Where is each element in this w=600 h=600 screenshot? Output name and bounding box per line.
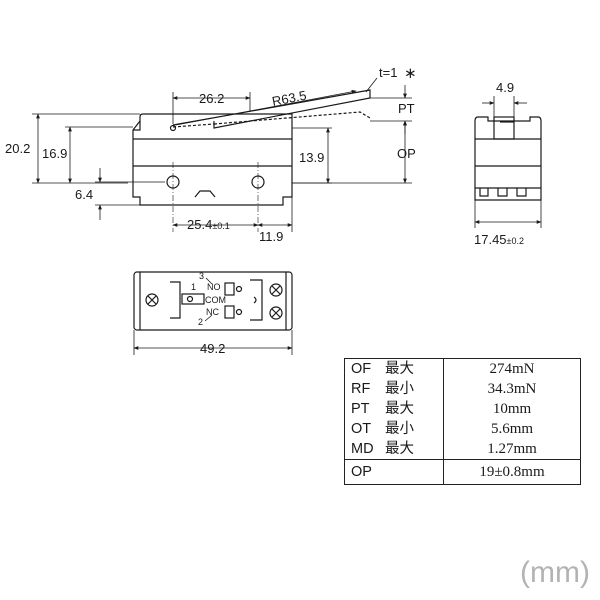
bottom-screw-left <box>145 293 159 307</box>
dim-label-11-9: 11.9 <box>259 229 283 244</box>
spec-row-ot: OT 最小 5.6mm <box>344 419 581 439</box>
bottom-dimensions <box>133 277 293 355</box>
terminal-com-hole <box>186 295 194 303</box>
spec-code-of: OF <box>351 361 372 377</box>
spec-value-pt: 10mm <box>443 399 581 419</box>
terminal-1-number: 1 <box>191 282 196 292</box>
spec-row-op: OP 19±0.8mm <box>344 459 581 485</box>
side-body-outline <box>474 116 542 201</box>
front-body-top-step <box>133 121 141 131</box>
spec-value-ot: 5.6mm <box>443 419 581 439</box>
terminal-3-number: 3 <box>199 271 204 281</box>
spec-code-ot: OT <box>351 421 372 437</box>
dim-label-25-4-tol: ±0.1 <box>212 221 229 231</box>
dim-label-25-4: 25.4±0.1 <box>187 217 230 232</box>
bottom-screw-right-cross <box>271 285 281 295</box>
terminal-com <box>181 293 205 305</box>
leader-terminal-2 <box>204 314 213 322</box>
operating-characteristics-table: OF 最大 274mN RF 最小 34.3mN PT 最大 10mm OT 最小 5.… <box>344 358 581 485</box>
dim-label-16-9: 16.9 <box>42 146 67 161</box>
spec-qualifier-of: 最大 <box>385 361 414 377</box>
spec-value-md: 1.27mm <box>443 439 581 460</box>
t-leader <box>365 77 378 93</box>
spec-value-op: 19±0.8mm <box>443 459 581 485</box>
spec-code-md: MD <box>351 441 374 457</box>
centerlines <box>172 162 259 232</box>
side-terminal-right <box>516 188 527 197</box>
spec-code-rf: RF <box>351 381 371 397</box>
spec-row-pt: PT 最大 10mm <box>344 399 581 419</box>
terminal-nc-hole <box>235 308 243 316</box>
side-view <box>474 116 542 201</box>
side-dimension-labels: 4.9 17.45±0.2 <box>474 80 524 247</box>
dim-label-thickness: t=1 <box>379 65 397 80</box>
spec-value-rf: 34.3mN <box>443 379 581 399</box>
hinge-lever-operated <box>172 111 371 128</box>
dim-label-4-9: 4.9 <box>496 80 514 95</box>
side-lever <box>493 116 515 140</box>
spec-code-op: OP <box>351 464 372 480</box>
dim-label-20-2: 20.2 <box>5 141 30 156</box>
bottom-screw-right-2-cross <box>271 308 281 318</box>
spec-label-ot: OT 最小 <box>344 419 444 439</box>
dim-label-17-45-value: 17.45 <box>474 232 507 247</box>
leader-terminal-3 <box>205 277 213 285</box>
spec-qualifier-md: 最大 <box>385 441 414 457</box>
spec-label-rf: RF 最小 <box>344 379 444 399</box>
terminal-nc-label: NC <box>206 307 219 317</box>
spec-row-md: MD 最大 1.27mm <box>344 439 581 460</box>
terminal-no-label: NO <box>207 282 221 292</box>
front-dimensions <box>32 77 412 232</box>
front-dimension-labels: 26.2 R63.5 t=1 ∗ PT OP 20.2 16.9 13.9 6.… <box>5 65 417 244</box>
terminal-2-number: 2 <box>198 317 203 327</box>
spec-code-pt: PT <box>351 401 370 417</box>
spec-label-of: OF 最大 <box>344 358 444 379</box>
spec-value-of: 274mN <box>443 358 581 379</box>
bottom-body-outline <box>133 271 293 331</box>
spec-qualifier-rf: 最小 <box>385 381 414 397</box>
dim-label-pt: PT <box>398 101 415 116</box>
dim-label-op: OP <box>397 146 416 161</box>
dim-label-49-2: 49.2 <box>200 341 225 356</box>
dim-label-mark: ∗ <box>404 65 417 82</box>
terminal-labels: 3 1 2 NO COM NC <box>191 271 226 327</box>
terminal-pocket-right <box>250 279 263 321</box>
dim-line-radius <box>175 89 357 126</box>
dim-label-13-9: 13.9 <box>299 150 324 165</box>
dim-label-26-2: 26.2 <box>199 91 224 106</box>
terminal-pocket-right-center <box>253 296 257 304</box>
dim-label-25-4-value: 25.4 <box>187 217 212 232</box>
dim-label-6-4: 6.4 <box>75 187 93 202</box>
spec-row-of: OF 最大 274mN <box>344 358 581 379</box>
dim-label-radius: R63.5 <box>271 88 308 109</box>
lever-pivot <box>169 124 177 132</box>
spec-row-rf: RF 最小 34.3mN <box>344 379 581 399</box>
front-body-base-notch <box>194 190 216 198</box>
spec-label-md: MD 最大 <box>344 439 444 460</box>
dim-label-17-45-tol: ±0.2 <box>507 236 524 246</box>
spec-qualifier-pt: 最大 <box>385 401 414 417</box>
terminal-com-label: COM <box>205 295 226 305</box>
bottom-screw-right <box>269 283 283 297</box>
terminal-no-hole <box>235 285 243 293</box>
terminal-nc <box>224 305 235 319</box>
spec-qualifier-ot: 最小 <box>385 421 414 437</box>
bottom-view <box>133 271 293 331</box>
side-terminal-left <box>479 188 489 197</box>
terminal-pocket-left <box>170 281 181 319</box>
front-view <box>132 89 371 206</box>
spec-label-op: OP <box>344 459 444 485</box>
bottom-screw-left-cross <box>147 295 157 305</box>
dim-label-17-45: 17.45±0.2 <box>474 232 524 247</box>
terminal-no <box>224 282 235 296</box>
unit-note: (mm) <box>520 556 590 589</box>
side-terminal-mid <box>497 188 508 197</box>
front-body-outline <box>132 113 293 206</box>
bottom-screw-right-2 <box>269 306 283 320</box>
side-dimensions <box>474 96 542 228</box>
spec-label-pt: PT 最大 <box>344 399 444 419</box>
